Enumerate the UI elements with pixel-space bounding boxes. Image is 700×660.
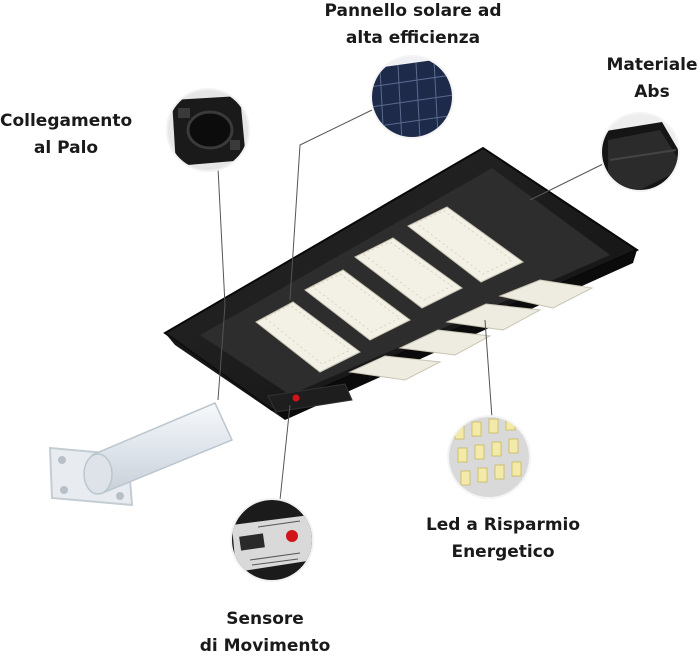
inset-pole-connection: [166, 88, 250, 172]
led-module: [354, 237, 463, 309]
callout-lines: [217, 109, 604, 501]
callout-line-pole: [217, 167, 226, 401]
led-module: [348, 355, 442, 381]
led-modules: [255, 206, 594, 381]
callout-line-material: [529, 163, 604, 201]
label-solar-panel-line-1: Pannello solare ad: [324, 1, 502, 21]
label-abs-material-line-1: Materiale: [606, 55, 698, 75]
label-motion-sensor: Sensore di Movimento: [190, 606, 340, 660]
label-pole-connection-line-1: Collegamento: [0, 111, 133, 131]
callout-line-led: [484, 319, 493, 419]
callout-line-sensor: [279, 404, 291, 501]
label-pole-connection-line-2: al Palo: [33, 138, 99, 158]
inset-abs-material: [600, 112, 680, 192]
label-abs-material: Materiale Abs: [596, 52, 700, 106]
inset-leds: [447, 415, 531, 499]
motion-sensor: [267, 383, 353, 413]
led-module: [498, 279, 594, 309]
label-motion-sensor-line-2: di Movimento: [199, 636, 331, 656]
led-module: [445, 303, 542, 331]
label-energy-saving-led-line-2: Energetico: [451, 542, 555, 562]
led-module: [407, 206, 524, 283]
inset-solar-panel: [370, 55, 454, 139]
label-solar-panel-line-2: alta efficienza: [345, 28, 481, 48]
label-abs-material-line-2: Abs: [634, 82, 670, 102]
led-module: [304, 269, 411, 341]
callout-line-panel: [289, 109, 373, 301]
label-motion-sensor-line-1: Sensore: [226, 609, 304, 629]
label-energy-saving-led: Led a Risparmio Energetico: [408, 512, 598, 566]
led-module: [398, 329, 492, 356]
label-solar-panel: Pannello solare ad alta efficienza: [308, 0, 518, 52]
mounting-arm: [83, 402, 234, 495]
label-energy-saving-led-line-1: Led a Risparmio: [425, 515, 581, 535]
label-pole-connection: Collegamento al Palo: [0, 108, 132, 162]
inset-motion-sensor: [230, 498, 314, 582]
led-module: [255, 301, 361, 373]
